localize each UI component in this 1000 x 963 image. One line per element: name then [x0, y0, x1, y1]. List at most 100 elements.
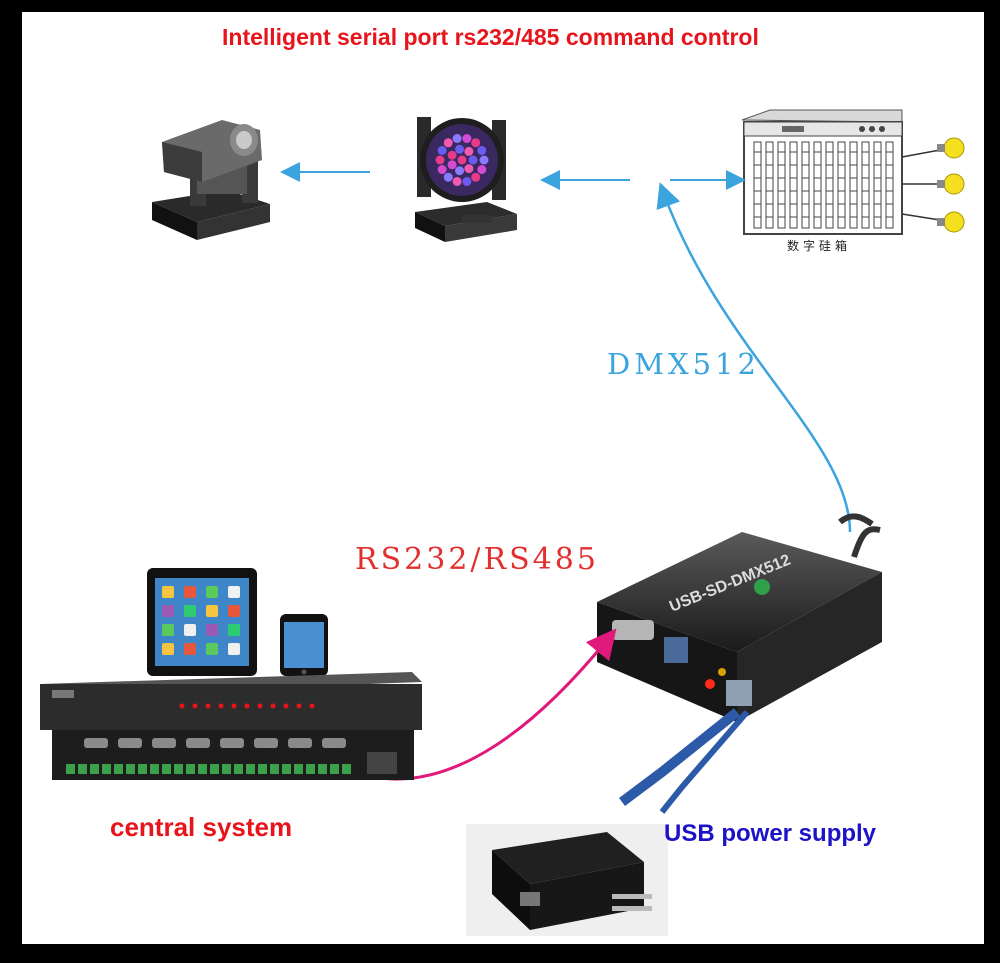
led-dot	[437, 145, 447, 155]
led-dot	[468, 155, 478, 165]
tablet-app	[162, 643, 174, 655]
tablet-icon	[147, 568, 257, 676]
terminal-block	[234, 764, 243, 774]
diagram-canvas: USB-SD-DMX512	[22, 12, 984, 944]
host-led	[218, 703, 224, 709]
usb-power-adapter-icon	[466, 824, 668, 936]
dimmer-slot	[885, 141, 894, 229]
dimmer-slot	[861, 141, 870, 229]
led-dot	[464, 146, 474, 156]
terminal-block	[210, 764, 219, 774]
led-dot	[443, 172, 453, 182]
led-dot	[455, 144, 465, 154]
led-wash-light-icon	[415, 117, 517, 242]
host-led	[283, 703, 289, 709]
dimmer-slot	[837, 141, 846, 229]
terminal-block	[138, 764, 147, 774]
dimmer-slot	[825, 141, 834, 229]
host-port	[254, 738, 278, 748]
tablet-app	[184, 605, 196, 617]
dimmer-slot	[801, 141, 810, 229]
host-port	[152, 738, 176, 748]
host-led	[179, 703, 185, 709]
usb-power-supply-label: USB power supply	[664, 820, 877, 847]
terminal-block	[150, 764, 159, 774]
host-port	[118, 738, 142, 748]
led-dot	[471, 172, 481, 182]
light-bulb-icon	[901, 211, 965, 233]
dimmer-slot	[813, 141, 822, 229]
terminal-block	[198, 764, 207, 774]
tablet-app	[228, 605, 240, 617]
phone-icon	[280, 614, 328, 676]
tablet-app	[206, 605, 218, 617]
led-array	[435, 134, 489, 186]
terminal-block	[342, 764, 351, 774]
led-dot	[471, 138, 481, 148]
control-host-icon	[40, 672, 422, 780]
led-dot	[462, 134, 472, 144]
led-dot	[447, 150, 457, 160]
terminal-block	[102, 764, 111, 774]
terminal-block	[330, 764, 339, 774]
host-port	[84, 738, 108, 748]
terminal-block	[126, 764, 135, 774]
terminal-block	[318, 764, 327, 774]
host-led	[296, 703, 302, 709]
terminal-block	[294, 764, 303, 774]
tablet-app	[206, 643, 218, 655]
led-dot	[477, 145, 487, 155]
led-dot	[457, 155, 467, 165]
led-dot	[437, 165, 447, 175]
host-terminal-blocks	[66, 764, 351, 774]
light-bulb-icon	[902, 173, 965, 195]
tablet-app	[162, 586, 174, 598]
dimmer-slot	[753, 141, 762, 229]
terminal-block	[66, 764, 75, 774]
terminal-block	[78, 764, 87, 774]
tablet-app	[206, 586, 218, 598]
dmx-cable-line	[656, 182, 852, 533]
led-dot	[452, 176, 462, 186]
tablet-app	[228, 586, 240, 598]
tablet-app	[162, 605, 174, 617]
dimmer-slot	[789, 141, 798, 229]
diagram-title: Intelligent serial port rs232/485 comman…	[222, 24, 759, 50]
host-led	[244, 703, 250, 709]
tablet-app	[206, 624, 218, 636]
host-led	[205, 703, 211, 709]
tablet-app	[184, 586, 196, 598]
dimmer-pack-icon	[741, 109, 903, 235]
tablet-app	[184, 643, 196, 655]
host-led	[270, 703, 276, 709]
led-dot	[462, 176, 472, 186]
moving-head-light-icon	[152, 120, 270, 240]
tablet-app	[228, 643, 240, 655]
tablet-app	[162, 624, 174, 636]
host-port	[186, 738, 210, 748]
dimmer-slot	[765, 141, 774, 229]
tablet-app-grid	[162, 586, 240, 655]
terminal-block	[90, 764, 99, 774]
terminal-block	[114, 764, 123, 774]
terminal-block	[186, 764, 195, 774]
central-system-label: central system	[110, 812, 293, 842]
led-dot	[435, 155, 445, 165]
dmx512-label: DMX512	[607, 347, 760, 381]
terminal-block	[258, 764, 267, 774]
host-port	[220, 738, 244, 748]
light-bulbs	[901, 137, 965, 233]
terminal-block	[270, 764, 279, 774]
dimmer-slot	[873, 141, 882, 229]
dimmer-slots	[753, 141, 894, 229]
led-dot	[464, 164, 474, 174]
terminal-block	[246, 764, 255, 774]
led-dot	[447, 160, 457, 170]
host-led	[309, 703, 315, 709]
host-ports	[84, 738, 346, 748]
terminal-block	[306, 764, 315, 774]
light-bulb-icon	[901, 137, 965, 159]
dmx-signal-arrows	[280, 162, 852, 533]
led-dot	[477, 165, 487, 175]
dimmer-slot	[849, 141, 858, 229]
